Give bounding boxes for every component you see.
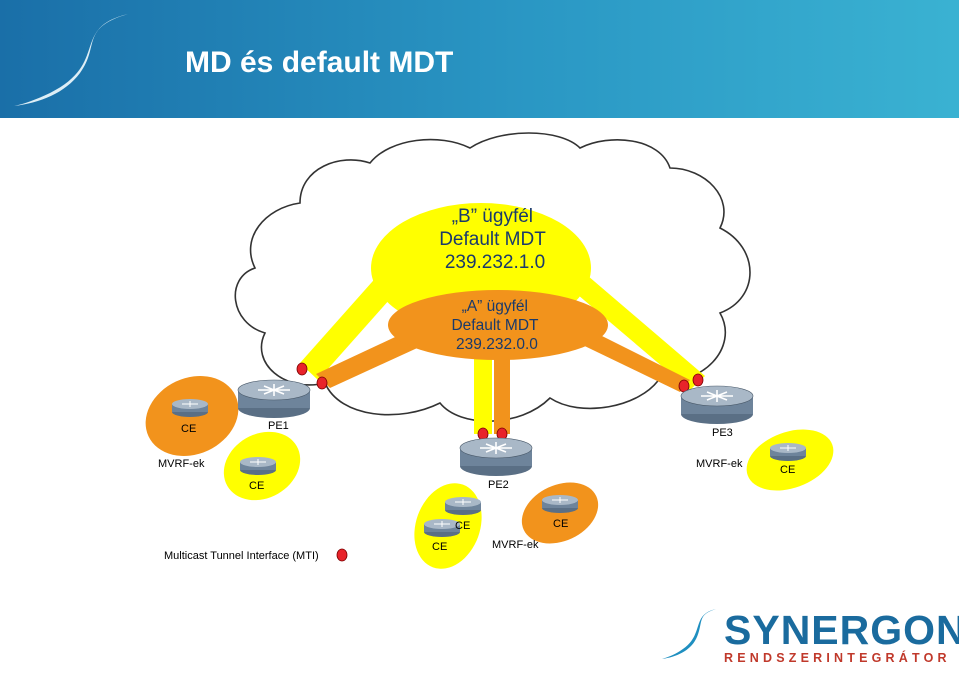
- mdt-a-type: Default MDT: [451, 317, 539, 334]
- svg-text:„B” ügyfél Default MDT: „B” ügyfél Default MDT 239.232.1.0: [439, 206, 551, 273]
- mdt-b-group: 239.232.1.0: [445, 252, 545, 273]
- ce-label: CE: [780, 464, 795, 476]
- mdt-b-type: Default MDT: [439, 229, 546, 250]
- router-icon: [770, 443, 806, 461]
- synergon-tagline: RENDSZERINTEGRÁTOR: [724, 651, 951, 665]
- mdt-a-tunnel-pe2: [494, 348, 510, 434]
- mdt-b-customer: „B” ügyfél: [452, 206, 533, 227]
- synergon-wordmark: SYNERGON: [724, 607, 959, 653]
- mvrf-label-left: MVRF-ek: [158, 458, 205, 470]
- ce-label: CE: [553, 518, 568, 530]
- mdt-a-customer: „A” ügyfél: [462, 298, 528, 315]
- mdt-a-ellipse: [388, 290, 608, 360]
- router-icon: [240, 457, 276, 475]
- pe2-label: PE2: [488, 479, 509, 491]
- ce-label: CE: [432, 541, 447, 553]
- synergon-swoosh-icon: [662, 609, 716, 659]
- legend-mti-icon: [336, 548, 348, 562]
- mdt-a-tunnel-pe3: [568, 326, 690, 392]
- mti-dot-pe3-yellow: [692, 373, 704, 387]
- pe3-label: PE3: [712, 427, 733, 439]
- pe1-label: PE1: [268, 420, 289, 432]
- mti-dot-pe1-yellow: [296, 362, 308, 376]
- mvrf-label-bottom: MVRF-ek: [492, 539, 539, 551]
- mdt-b-tunnel-pe1: [300, 273, 398, 380]
- router-icon: [237, 379, 311, 418]
- mdt-network-diagram: „B” ügyfél Default MDT 239.232.1.0 „A” ü…: [145, 132, 834, 569]
- router-icon: [680, 385, 754, 424]
- router-icon: [172, 399, 208, 417]
- router-icon: [542, 495, 578, 513]
- ce-label: CE: [181, 423, 196, 435]
- mdt-a-group: 239.232.0.0: [456, 336, 538, 353]
- slide-title: MD és default MDT: [185, 46, 454, 79]
- svg-text:„A” ügyfél Default MDT: „A” ügyfél Default MDT 239.232.0.0: [451, 298, 542, 353]
- legend-mti-text: Multicast Tunnel Interface (MTI): [164, 550, 319, 562]
- router-icon: [424, 519, 460, 537]
- router-icon: [459, 437, 533, 476]
- ce-label: CE: [455, 520, 470, 532]
- synergon-logo: SYNERGON RENDSZERINTEGRÁTOR: [660, 605, 959, 670]
- mdt-a-tunnel-pe1: [316, 330, 426, 388]
- title-banner: MD és default MDT: [0, 0, 959, 118]
- swoosh-logo-icon: [14, 14, 128, 106]
- mvrf-label-right: MVRF-ek: [696, 458, 743, 470]
- ce-label: CE: [249, 480, 264, 492]
- mdt-b-tunnel-pe3: [558, 264, 705, 390]
- router-icon: [445, 497, 481, 515]
- mti-dot-pe1-orange: [316, 376, 328, 390]
